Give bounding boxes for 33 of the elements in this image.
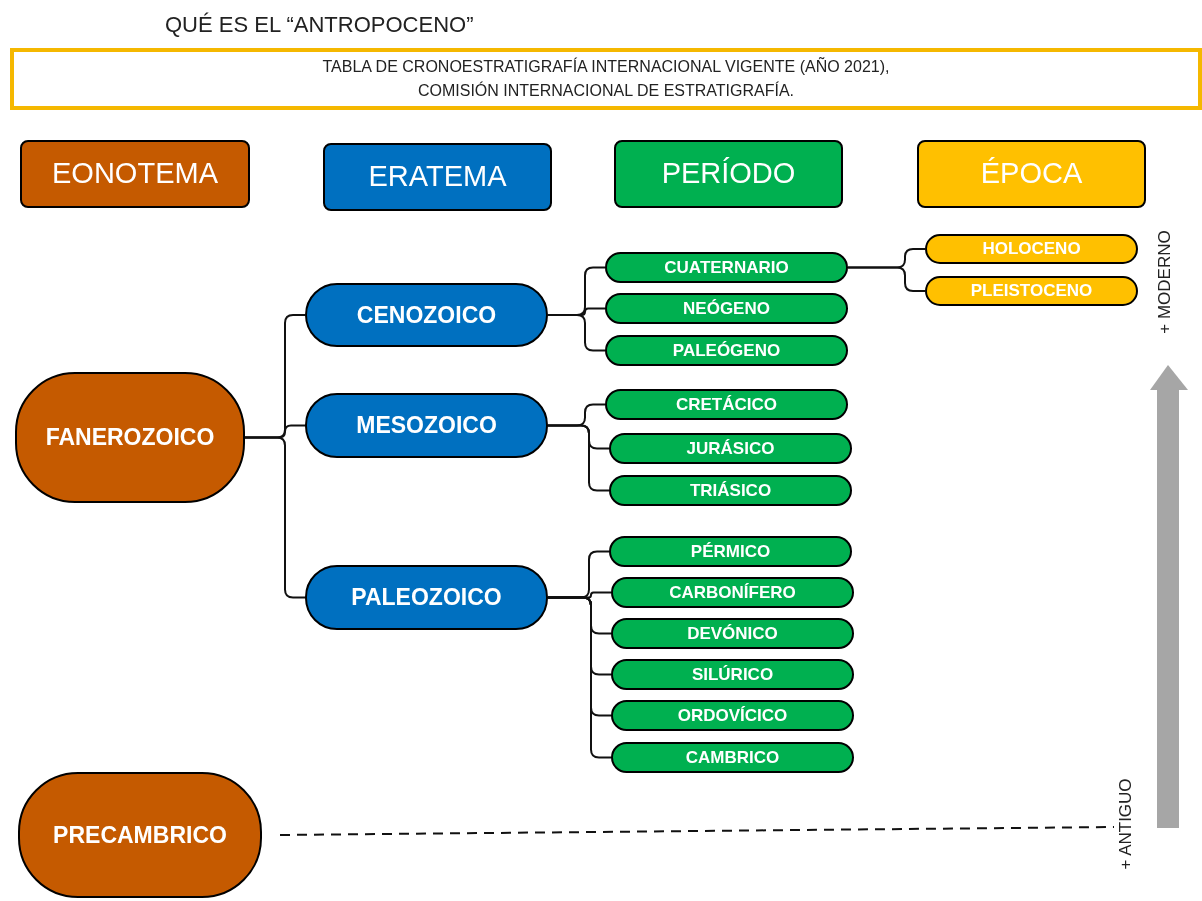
period-pill: JURÁSICO xyxy=(609,433,852,464)
period-pill: CUATERNARIO xyxy=(605,252,848,283)
connector-line xyxy=(847,266,926,292)
era-box: PALEOZOICO xyxy=(305,565,548,630)
axis-label: + MODERNO xyxy=(1154,230,1176,334)
column-header: EONOTEMA xyxy=(20,140,250,208)
epoch-pill: HOLOCENO xyxy=(925,234,1138,264)
column-header: ERATEMA xyxy=(323,143,552,211)
connector-line xyxy=(547,596,612,759)
period-pill: CRETÁCICO xyxy=(605,389,848,420)
connector-line xyxy=(547,424,610,492)
era-box: MESOZOICO xyxy=(305,393,548,458)
axis-label: + ANTIGUO xyxy=(1115,778,1137,870)
period-pill: CARBONÍFERO xyxy=(611,577,854,608)
eon-box: FANEROZOICO xyxy=(15,372,245,503)
connector-line xyxy=(547,314,606,352)
era-box: CENOZOICO xyxy=(305,283,548,347)
connector-line xyxy=(244,436,306,599)
period-pill: DEVÓNICO xyxy=(611,618,854,649)
header-banner: TABLA DE CRONOESTRATIGRAFÍA INTERNACIONAL VIGENTE (AÑO 2021), COMISIÓN INTERNACIONAL DE ESTRATIGRAFÍA. xyxy=(10,48,1202,110)
eon-box: PRECAMBRICO xyxy=(18,772,262,898)
period-pill: SILÚRICO xyxy=(611,659,854,690)
column-header: ÉPOCA xyxy=(917,140,1146,208)
epoch-pill: PLEISTOCENO xyxy=(925,276,1138,306)
period-pill: NEÓGENO xyxy=(605,293,848,324)
period-pill: PÉRMICO xyxy=(609,536,852,567)
period-pill: ORDOVÍCICO xyxy=(611,700,854,731)
period-pill: CAMBRICO xyxy=(611,742,854,773)
title: QUÉ ES EL “ANTROPOCENO” xyxy=(165,11,474,39)
period-pill: TRIÁSICO xyxy=(609,475,852,506)
connector-line xyxy=(279,826,1115,836)
period-pill: PALEÓGENO xyxy=(605,335,848,366)
column-header: PERÍODO xyxy=(614,140,843,208)
